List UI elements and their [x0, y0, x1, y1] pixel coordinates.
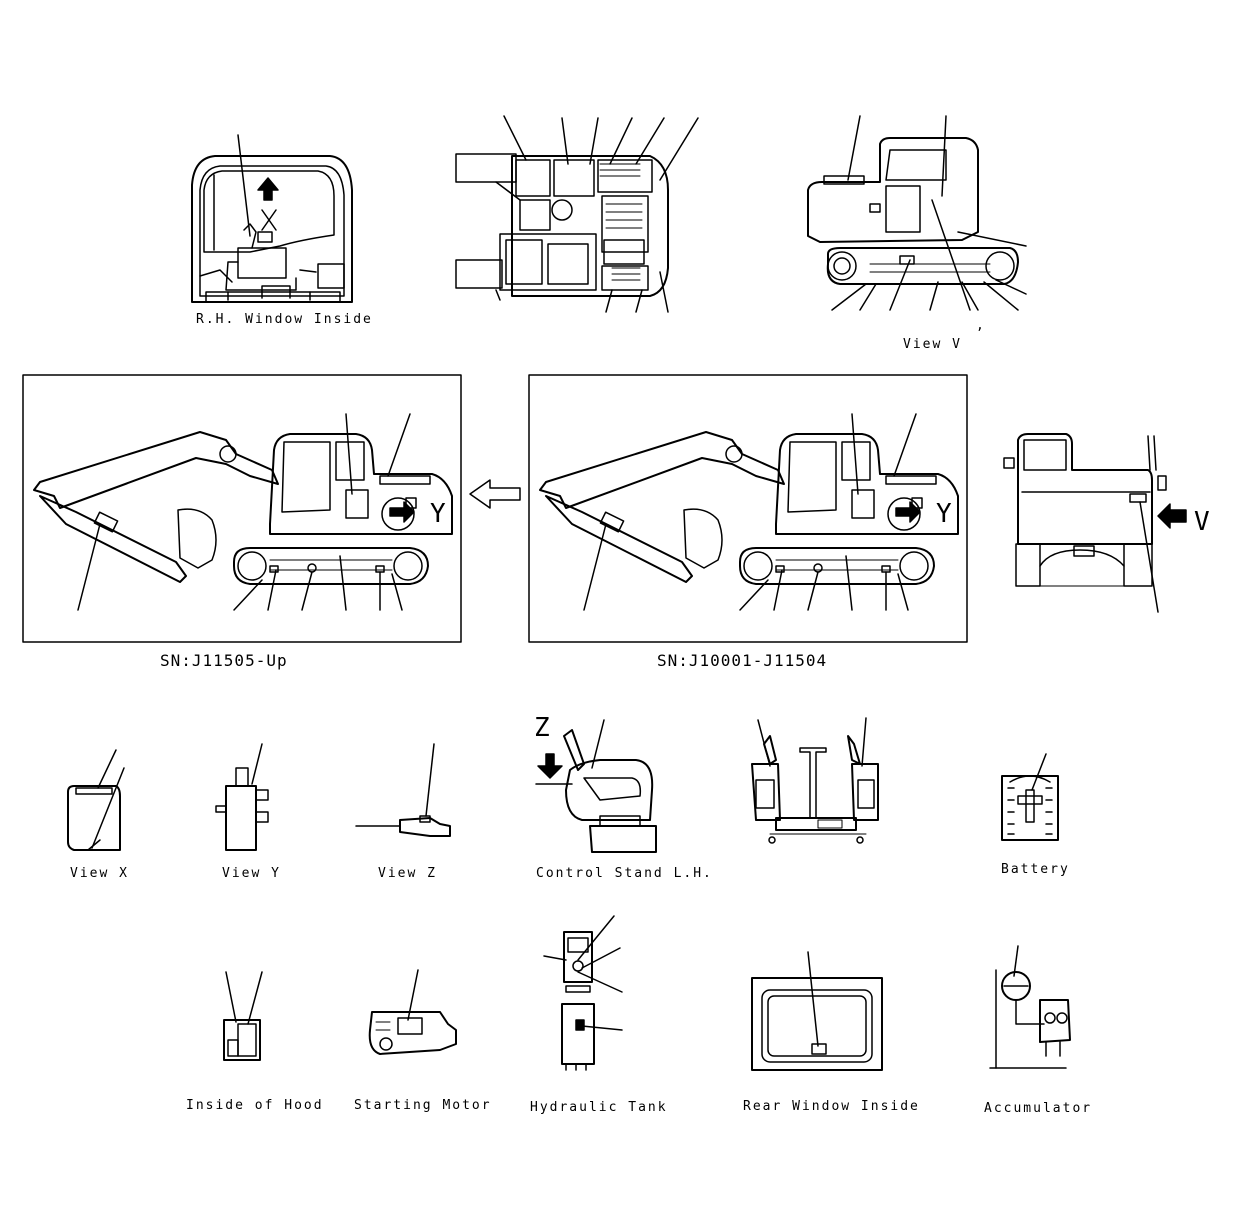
- box-sn-new: [22, 374, 462, 643]
- hollow-arrow-icon: [469, 479, 521, 509]
- inside-hood-label: Inside of Hood: [186, 1098, 324, 1113]
- svg-text:Y: Y: [430, 499, 446, 529]
- top-plan-drawing: [455, 115, 699, 313]
- sn-old-label: SN:J10001-J11504: [657, 651, 828, 670]
- view-y-label: View Y: [222, 866, 281, 881]
- svg-text:V: V: [1194, 507, 1210, 537]
- view-x-label: View X: [70, 866, 129, 881]
- control-stand-lh-drawing: Z: [534, 713, 657, 853]
- box-sn-old: [528, 374, 968, 643]
- accumulator-label: Accumulator: [984, 1101, 1093, 1116]
- rear-view-drawing: V: [1003, 433, 1210, 613]
- view-z-label: View Z: [378, 866, 437, 881]
- rh-window-cab-drawing: [191, 134, 353, 303]
- battery-drawing: [1001, 753, 1059, 841]
- starting-motor-drawing: [368, 969, 457, 1055]
- excavator-new-drawing: [33, 413, 453, 611]
- accumulator-drawing: [989, 945, 1071, 1069]
- inside-hood-drawing: [223, 971, 263, 1061]
- view-v-drawing: [807, 115, 1027, 311]
- comma-marker: ,: [976, 318, 986, 333]
- view-x-drawing: [67, 749, 125, 851]
- view-z-drawing: [355, 743, 451, 837]
- sn-new-label: SN:J11505-Up: [160, 651, 288, 670]
- svg-text:Z: Z: [534, 713, 550, 743]
- view-y-marker-new: Y: [430, 499, 446, 529]
- hydraulic-tank-drawing: [543, 915, 623, 1071]
- rear-window-drawing: [751, 951, 883, 1071]
- excavator-old-drawing: [539, 413, 959, 611]
- hydraulic-tank-label: Hydraulic Tank: [530, 1100, 668, 1115]
- rear-window-label: Rear Window Inside: [743, 1099, 920, 1114]
- view-y-drawing: [215, 743, 269, 851]
- rh-window-inside-label: R.H. Window Inside: [196, 312, 373, 327]
- battery-label: Battery: [1001, 862, 1070, 877]
- view-v-label: View V: [903, 337, 962, 352]
- view-y-marker-old: Y: [936, 499, 952, 529]
- lever-stand-drawing: [751, 717, 879, 844]
- svg-text:Y: Y: [936, 499, 952, 529]
- control-stand-label: Control Stand L.H.: [536, 866, 713, 881]
- starting-motor-label: Starting Motor: [354, 1098, 492, 1113]
